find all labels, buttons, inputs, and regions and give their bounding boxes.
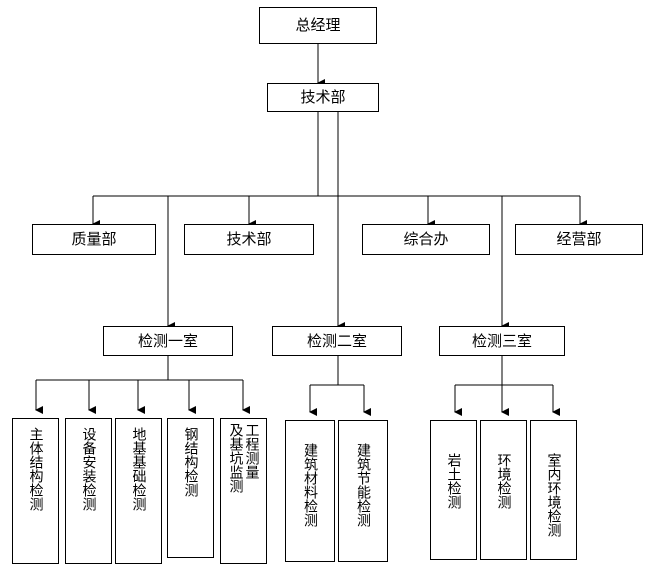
unit-main-structure-label: 主体结构检测	[27, 427, 44, 511]
unit-equipment-install-label: 设备安装检测	[80, 427, 97, 511]
node-dept-quality: 质量部	[32, 224, 156, 255]
node-lab-2-label: 检测二室	[306, 331, 367, 350]
unit-indoor-environment: 室内环境检测	[530, 420, 577, 560]
node-dept-admin-label: 综合办	[403, 230, 449, 248]
unit-survey-monitoring: 工程测量 及基坑监测	[220, 418, 267, 564]
unit-survey-monitoring-col1: 工程测量	[243, 423, 260, 479]
node-dept-technical-label: 技术部	[226, 230, 272, 248]
unit-building-materials: 建筑材料检测	[285, 420, 335, 562]
unit-steel-structure: 钢结构检测	[167, 418, 214, 558]
unit-survey-monitoring-columns: 工程测量 及基坑监测	[227, 423, 260, 493]
node-technical-dept: 技术部	[267, 83, 379, 112]
node-lab-1: 检测一室	[103, 326, 233, 356]
node-dept-technical: 技术部	[184, 224, 314, 255]
node-dept-business-label: 经营部	[556, 230, 602, 248]
unit-environment-label: 环境检测	[495, 453, 512, 509]
node-dept-quality-label: 质量部	[71, 230, 117, 248]
node-technical-dept-label: 技术部	[300, 88, 346, 106]
node-dept-admin: 综合办	[362, 224, 490, 255]
unit-energy-saving-label: 建筑节能检测	[355, 443, 371, 527]
unit-main-structure: 主体结构检测	[12, 418, 59, 564]
unit-building-materials-label: 建筑材料检测	[302, 443, 318, 527]
unit-energy-saving: 建筑节能检测	[338, 420, 388, 562]
node-lab-3: 检测三室	[439, 326, 565, 356]
unit-foundation-label: 地基基础检测	[130, 427, 147, 511]
node-general-manager: 总经理	[259, 7, 377, 44]
unit-foundation: 地基基础检测	[115, 418, 162, 564]
node-dept-business: 经营部	[515, 224, 643, 255]
unit-geotechnical-label: 岩土检测	[445, 453, 462, 509]
unit-indoor-environment-label: 室内环境检测	[545, 453, 562, 537]
node-lab-2: 检测二室	[272, 326, 402, 356]
unit-environment: 环境检测	[480, 420, 527, 560]
unit-steel-structure-label: 钢结构检测	[182, 427, 199, 497]
node-lab-3-label: 检测三室	[471, 331, 532, 350]
unit-survey-monitoring-col2: 及基坑监测	[227, 423, 244, 493]
unit-geotechnical: 岩土检测	[430, 420, 477, 560]
unit-equipment-install: 设备安装检测	[65, 418, 112, 564]
node-general-manager-label: 总经理	[295, 16, 341, 34]
node-lab-1-label: 检测一室	[137, 331, 198, 350]
